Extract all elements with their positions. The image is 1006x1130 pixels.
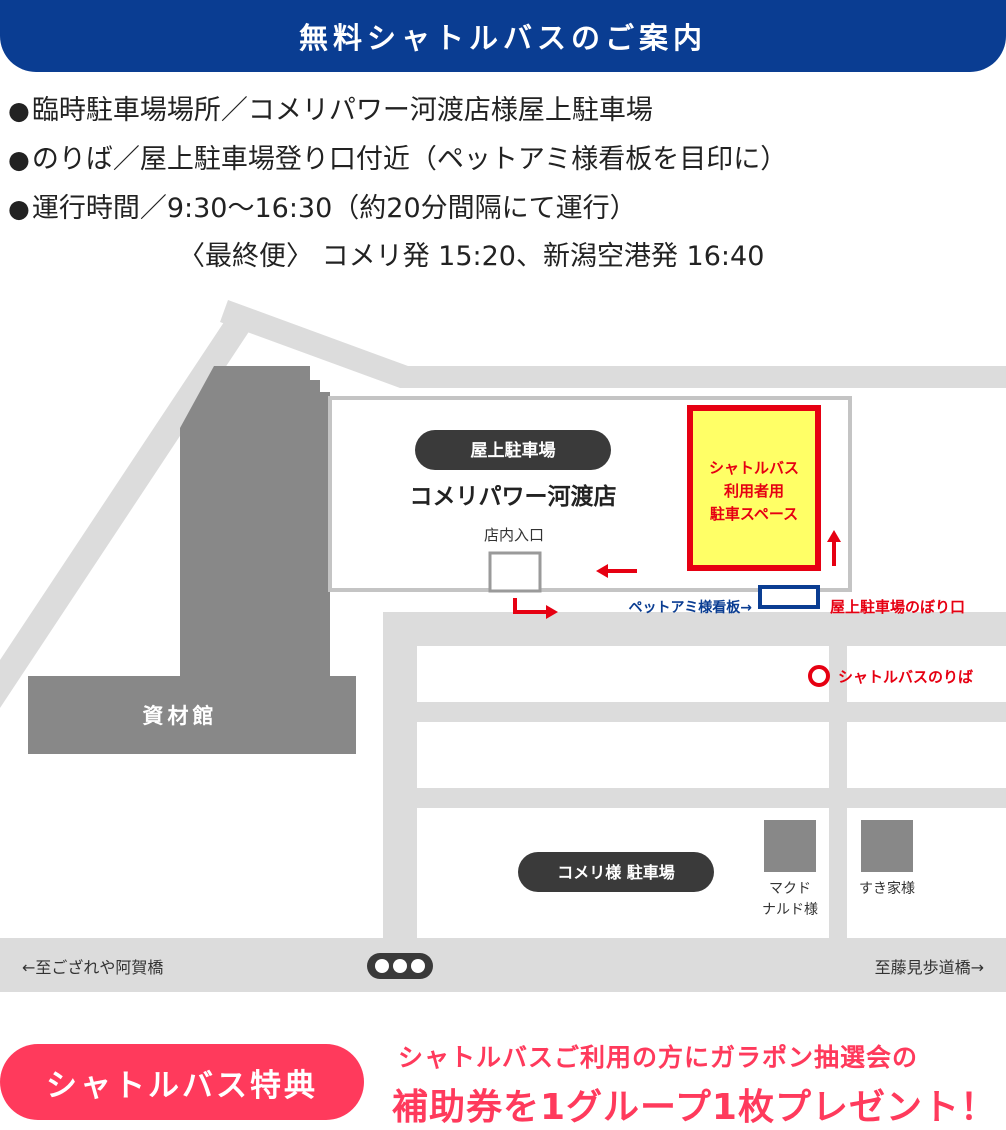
lot-aisle-2 [383, 788, 1006, 808]
shuttle-space-line-2: 利用者用 [724, 482, 784, 500]
rooftop-parking-badge-label: 屋上駐車場 [471, 440, 556, 461]
traffic-light-icon [367, 953, 433, 979]
direction-right-label: 至藤見歩道橋→ [875, 958, 984, 977]
info-line-4: 〈最終便〉 コメリ発 15:20、新潟空港発 16:40 [178, 241, 765, 272]
shuttle-benefit-label: シャトルバス特典 [46, 1067, 318, 1104]
header-banner: 無料シャトルバスのご案内 [0, 0, 1006, 72]
info-line-3: 運行時間／9:30〜16:30（約20分間隔にて運行） [31, 193, 637, 224]
shuttle-benefit-badge: シャトルバス特典 [0, 1044, 364, 1120]
mcdonalds-building [764, 820, 816, 872]
info-line-1: 臨時駐車場場所／コメリパワー河渡店様屋上駐車場 [31, 95, 653, 126]
bus-stop-label: シャトルバスのりば [838, 668, 973, 686]
lot-aisle-1 [383, 702, 1006, 722]
sukiya-building [861, 820, 913, 872]
lot-road-top [383, 612, 1006, 646]
komeri-parking-label: コメリ様 駐車場 [557, 863, 675, 882]
materials-building-label: 資材館 [143, 704, 218, 728]
shuttle-space-line-1: シャトルバス [709, 459, 799, 477]
lot-road-left [383, 612, 417, 942]
bus-stop-icon [808, 665, 830, 687]
area-map: 資材館 屋上駐車場 コメリパワー河渡店 店内入口 シャトルバス 利用者用 駐車ス… [0, 300, 1006, 992]
bullet-icon: ● [8, 96, 30, 125]
header-title: 無料シャトルバスのご案内 [298, 21, 707, 55]
benefit-text-line-1: シャトルバスご利用の方にガラポン抽選会の [398, 1043, 919, 1072]
rooftop-ramp-label: 屋上駐車場のぼり口 [830, 598, 965, 616]
main-road [0, 938, 1006, 992]
komeri-parking-badge [518, 852, 714, 892]
shuttle-parking-space [687, 405, 821, 571]
sukiya-label: すき家様 [859, 880, 915, 897]
info-hours: ●運行時間／9:30〜16:30（約20分間隔にて運行） [8, 192, 637, 226]
mcdonalds-label-2: ナルド様 [762, 902, 818, 918]
info-boarding: ●のりば／屋上駐車場登り口付近（ペットアミ様看板を目印に） [8, 143, 787, 177]
benefit-text-line-2: 補助券を1グループ1枚プレゼント！ [392, 1087, 997, 1128]
direction-left-label: ←至ござれや阿賀橋 [22, 958, 163, 977]
petami-sign-icon [758, 585, 820, 609]
petami-sign-label: ペットアミ様看板→ [629, 599, 753, 616]
store-name: コメリパワー河渡店 [410, 483, 617, 510]
arrow-left-icon [596, 564, 637, 578]
info-parking-location: ●臨時駐車場場所／コメリパワー河渡店様屋上駐車場 [8, 94, 653, 128]
info-line-2: のりば／屋上駐車場登り口付近（ペットアミ様看板を目印に） [31, 144, 788, 175]
rooftop-parking-badge [415, 430, 611, 470]
arrow-up-icon [827, 530, 841, 566]
shuttle-space-line-3: 駐車スペース [710, 505, 798, 523]
entrance-box [488, 551, 542, 593]
info-last-bus: 〈最終便〉 コメリ発 15:20、新潟空港発 16:40 [178, 240, 764, 274]
arrow-turn-right-icon [513, 598, 558, 619]
materials-building [28, 366, 356, 754]
bullet-icon: ● [8, 145, 30, 174]
bullet-icon: ● [8, 194, 30, 223]
mcdonalds-label-1: マクド [769, 881, 811, 897]
lot-divider [829, 646, 847, 942]
entrance-label: 店内入口 [484, 526, 544, 544]
upper-road [220, 300, 1006, 388]
